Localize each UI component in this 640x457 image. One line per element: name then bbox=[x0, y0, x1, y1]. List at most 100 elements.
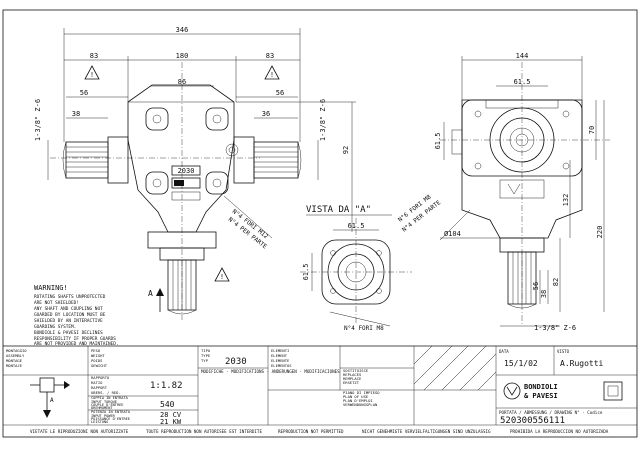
code-label: PORTATA / ABMESSUNG / DRAWING N° · Codic… bbox=[499, 410, 603, 415]
modifiche-label: MODIFICHE · MODIFICATIONS · ANDERUNGEN ·… bbox=[201, 369, 340, 374]
side-dim-132: 132 bbox=[562, 194, 570, 207]
torque-label: INPUT TORQUE bbox=[91, 400, 117, 404]
warning-triangle-icon bbox=[84, 65, 100, 80]
warning-line: ANY SHAFT AND COUPLING NOT bbox=[34, 306, 103, 312]
side-dim-70: 70 bbox=[588, 126, 596, 134]
side-view: 144 61.5 61.5 70 132 220 82 38 56 Ø104 N… bbox=[397, 52, 610, 332]
peso-label: GEWICHT bbox=[91, 363, 108, 368]
company-logo: BONDIOLI & PAVESI bbox=[503, 381, 623, 401]
dim-inner-left: 56 bbox=[80, 89, 88, 97]
side-dim-82: 82 bbox=[552, 278, 560, 286]
side-dim-38: 38 bbox=[540, 290, 548, 298]
piano-label: PLAN D'EMPLOI bbox=[343, 398, 373, 403]
montaggio-label: MONTAJE bbox=[6, 363, 23, 368]
footer-note: TOUTE REPRODUCTION NON AUTORISEE EST INT… bbox=[146, 429, 262, 434]
torque-label: DREHMOMENT bbox=[91, 406, 113, 410]
sostituisce-label: REMPLACE bbox=[343, 376, 362, 381]
right-output-shaft bbox=[233, 136, 302, 184]
side-dim-56: 56 bbox=[532, 282, 540, 290]
brand-line: & PAVESI bbox=[524, 392, 558, 400]
elementi-label: ELEMENTE bbox=[271, 358, 290, 363]
footer-note: PROHIBIDA LA REPRODUCCION NO AUTORIZADA bbox=[510, 429, 609, 434]
shaft-spec-right: 1-3/8" Z-6 bbox=[319, 99, 327, 141]
warning-triangle-icon bbox=[214, 267, 230, 282]
tipo-label: TIPO bbox=[201, 348, 211, 353]
dim-height-92: 92 bbox=[342, 146, 350, 154]
warning-title: WARNING! bbox=[34, 284, 68, 292]
warning-line: ROTATING SHAFTS UNPROTECTED bbox=[34, 294, 106, 300]
power-label: POTENZA IN ENTRATA bbox=[91, 410, 131, 414]
footer-notes: VIETATE LE RIPRODUZIONI NON AUTORIZZATE … bbox=[30, 429, 609, 434]
ratio-label: UBERS. / RED. bbox=[91, 390, 121, 395]
power-cv: 28 CV bbox=[160, 411, 182, 419]
power-label: INPUT POWER bbox=[91, 414, 116, 418]
footer-note: REPRODUCTION NOT PERMITTED bbox=[278, 429, 344, 434]
left-input-shaft bbox=[62, 136, 129, 184]
montaggio-label: ASSEMBLY bbox=[6, 353, 25, 358]
peso-label: PESO bbox=[91, 348, 101, 353]
peso-label: WEIGHT bbox=[91, 353, 105, 358]
side-dim-bore: 61.5 bbox=[514, 78, 531, 86]
elementi-label: ELEMENT bbox=[271, 353, 288, 358]
assembly-orientation-icon: A bbox=[30, 377, 70, 418]
piano-label: VERWENDUNGSPLAN bbox=[343, 402, 378, 407]
view-a-holes-label: N°4 FORI M8 bbox=[344, 325, 384, 332]
sostituisce-label: SOSTITUISCE bbox=[343, 368, 369, 373]
visto-label: VISTO bbox=[557, 349, 570, 354]
shaft-spec-left: 1-3/8" Z-6 bbox=[34, 99, 42, 141]
view-a-title: VISTA DA "A" bbox=[306, 205, 371, 215]
svg-text:!: ! bbox=[270, 71, 274, 79]
elementi-label: ELEMENTOS bbox=[271, 363, 292, 368]
svg-text:!: ! bbox=[90, 71, 94, 79]
orientation-label: A bbox=[50, 397, 54, 404]
side-dim-bore-left: 61.5 bbox=[434, 133, 442, 150]
view-a-flange bbox=[321, 239, 391, 305]
tipo-label: TYPE bbox=[201, 353, 211, 358]
svg-text:!: ! bbox=[220, 273, 224, 281]
torque-label: COPPIA IN ENTRATA bbox=[91, 396, 129, 400]
side-dim-220: 220 bbox=[596, 226, 604, 239]
elementi-label: ELEMENTI bbox=[271, 348, 289, 353]
date-label: DATA bbox=[499, 349, 509, 354]
view-arrow-label: A bbox=[148, 289, 153, 298]
footer-note: VIETATE LE RIPRODUZIONI NON AUTORIZZATE bbox=[30, 429, 129, 434]
power-kw: 21 KW bbox=[160, 418, 182, 426]
torque-label: COUPLE D'ENTREE bbox=[91, 403, 123, 407]
title-block: MONTAGGIO ASSEMBLY MONTAGE MONTAJE A PES… bbox=[3, 345, 637, 426]
dim-shaft-left: 38 bbox=[72, 110, 80, 118]
sostituisce-label: REPLACES bbox=[343, 372, 362, 377]
sheet-border bbox=[2, 9, 638, 438]
warning-line: GUARDED BY LOCATION MUST BE bbox=[34, 312, 106, 318]
side-shaft-spec: 1-3/8" Z-6 bbox=[534, 324, 576, 332]
ratio-label: RAPPORT bbox=[91, 385, 108, 390]
footer-note: NICHT GENEHMIGTE VERVIELFALTIGUNGEN SIND… bbox=[362, 429, 491, 434]
warning-block: WARNING! ROTATING SHAFTS UNPROTECTED ARE… bbox=[34, 284, 119, 347]
view-a-dim-left: 61.5 bbox=[302, 264, 310, 281]
dim-left-offset: 83 bbox=[90, 52, 98, 60]
view-a: VISTA DA "A" 61.5 61.5 N°4 FORI M8 bbox=[300, 205, 412, 332]
peso-label: POIDS bbox=[91, 358, 103, 363]
warning-line: ARE NOT PROVIDED AND MAINTAINED. bbox=[34, 341, 119, 347]
dim-center-block: 86 bbox=[178, 78, 186, 86]
piano-label: PLAN OF USE bbox=[343, 394, 369, 399]
side-dia-104: Ø104 bbox=[444, 230, 461, 238]
dim-inner-right: 56 bbox=[276, 89, 284, 97]
gearbox-body bbox=[127, 84, 235, 233]
power-label: PUISSANCE D'ENTREE bbox=[91, 417, 130, 421]
model-plate bbox=[171, 165, 201, 176]
dim-overall-width: 346 bbox=[176, 26, 189, 34]
piano-label: PIANO DI IMPIEGO bbox=[343, 390, 380, 395]
tipo-label: TYP bbox=[201, 358, 209, 363]
view-a-dim-top: 61.5 bbox=[348, 222, 365, 230]
drawing-code: 520300556111 bbox=[500, 416, 565, 426]
warning-line: SHIELDED BY AN INTERACTIVE bbox=[34, 318, 103, 324]
power-label: LEISTUNG bbox=[91, 420, 108, 424]
dim-right-offset: 83 bbox=[266, 52, 274, 60]
bottom-shaft bbox=[159, 247, 205, 315]
montaggio-label: MONTAGE bbox=[6, 358, 23, 363]
warning-line: GUARDING SYSTEM. bbox=[34, 324, 76, 330]
brand-line: BONDIOLI bbox=[524, 383, 558, 391]
side-dim-width: 144 bbox=[516, 52, 529, 60]
ratio-label: RAPPORTO bbox=[91, 375, 110, 380]
